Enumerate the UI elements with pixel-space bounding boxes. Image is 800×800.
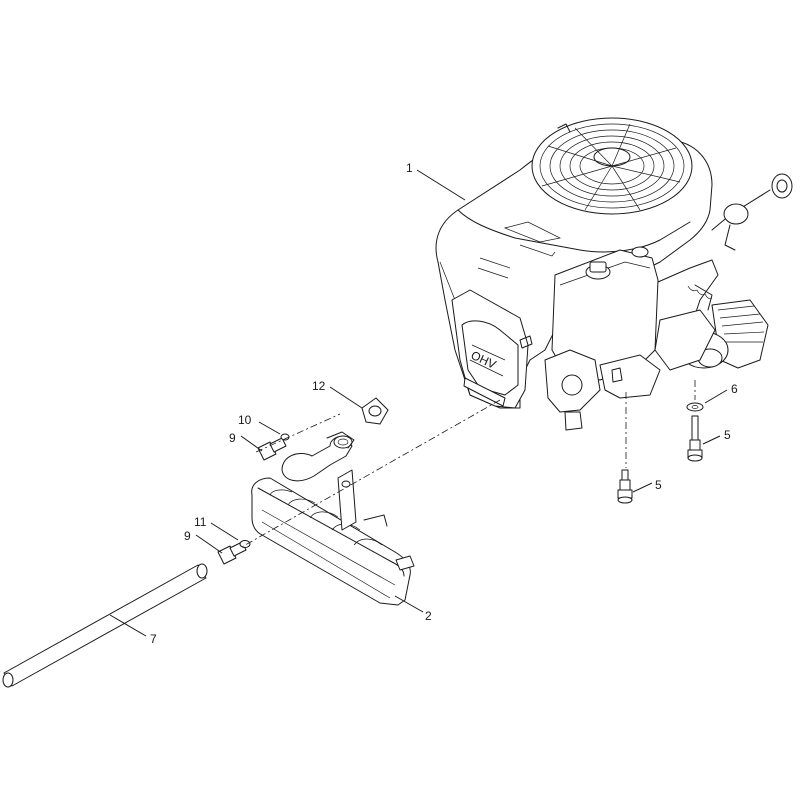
callout-1: 1 (406, 161, 413, 175)
callout-5-right: 5 (724, 428, 731, 442)
exhaust-gasket[interactable] (361, 397, 389, 425)
tail-pipe[interactable] (2, 563, 208, 688)
bolt-upper[interactable] (257, 433, 290, 461)
exhaust-elbow[interactable] (281, 431, 355, 482)
callout-10: 10 (238, 413, 252, 427)
muffler[interactable] (251, 469, 415, 606)
washer-6[interactable] (686, 402, 704, 412)
callout-12: 12 (312, 379, 326, 393)
callout-6: 6 (731, 382, 738, 396)
callout-2: 2 (425, 609, 432, 623)
bolt-lower[interactable] (217, 540, 251, 565)
bolt-5-left[interactable] (617, 469, 633, 504)
oil-filter (679, 299, 769, 369)
engine-assembly[interactable]: OHV (435, 117, 793, 431)
callout-11: 11 (194, 515, 207, 529)
callout-9-lower: 9 (184, 529, 191, 543)
callout-labels: 1 2 5 5 6 7 9 9 10 11 12 (150, 161, 738, 646)
bolt-5-right[interactable] (687, 415, 703, 462)
callout-9-upper: 9 (229, 431, 236, 445)
assembly-centerlines (239, 380, 696, 549)
callout-7: 7 (150, 632, 157, 646)
leader-lines (109, 169, 728, 637)
callout-5-left: 5 (655, 478, 662, 492)
fan-grille (531, 117, 693, 215)
